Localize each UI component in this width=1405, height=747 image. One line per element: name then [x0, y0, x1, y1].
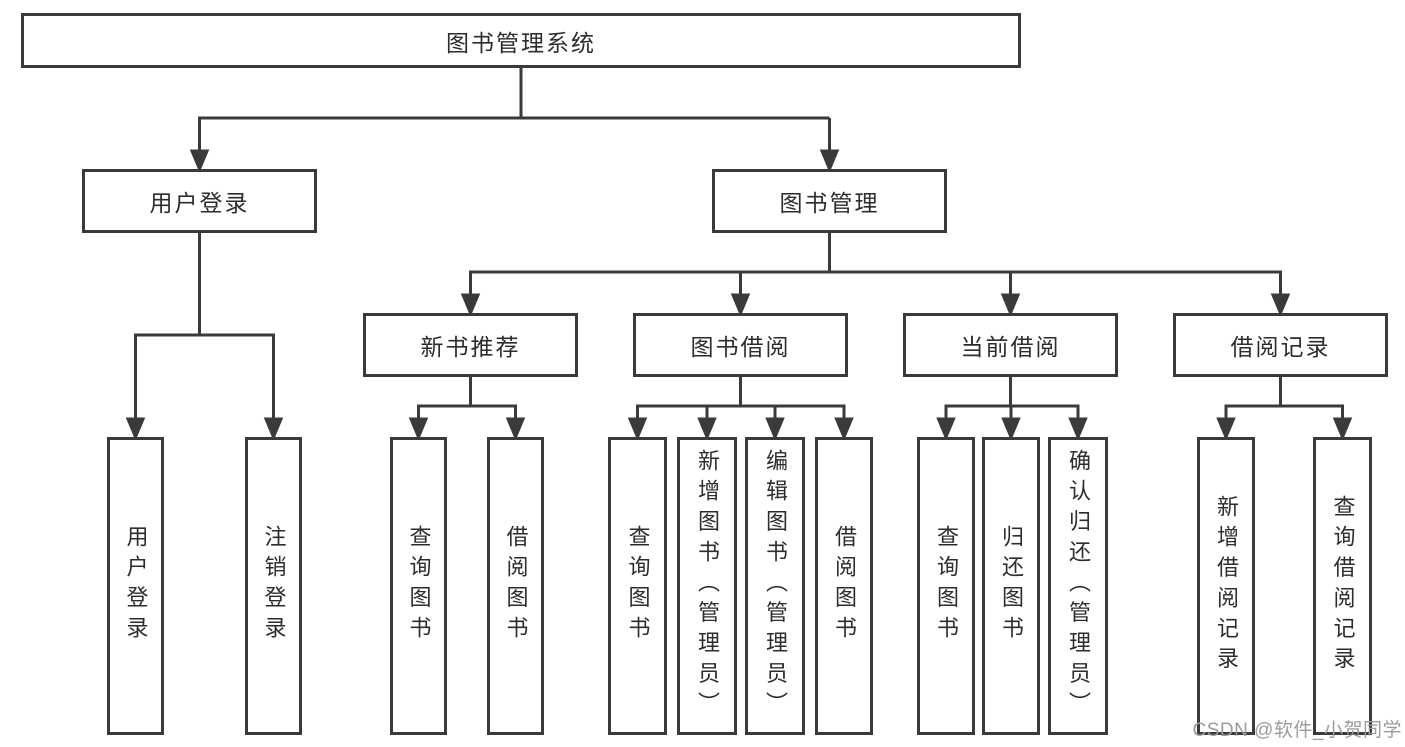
csdn-watermark: CSDN @软件_小贺同学 — [1192, 720, 1402, 741]
leaf-query-books-1: 查询图书 — [390, 437, 447, 735]
node-user-login: 用户登录 — [82, 169, 317, 233]
leaf-add-borrow-record: 新增借阅记录 — [1197, 437, 1255, 735]
leaf-query-books-3-label: 查询图书 — [934, 525, 959, 647]
leaf-logout: 注销登录 — [245, 437, 302, 735]
leaf-query-books-2-label: 查询图书 — [625, 525, 651, 647]
leaf-edit-books-admin-label: 编辑图书（管理员） — [763, 449, 788, 723]
leaf-add-borrow-record-label: 新增借阅记录 — [1214, 494, 1239, 678]
leaf-query-books-3: 查询图书 — [917, 437, 975, 735]
leaf-user-login-label: 用户登录 — [123, 525, 149, 647]
leaf-borrow-books-2-label: 借阅图书 — [832, 525, 857, 647]
leaf-query-borrow-record-label: 查询借阅记录 — [1330, 494, 1356, 678]
leaf-query-books-1-label: 查询图书 — [406, 525, 432, 647]
leaf-borrow-books-1-label: 借阅图书 — [503, 525, 529, 647]
edge-user-login-to-leaves — [125, 233, 284, 441]
leaf-user-login: 用户登录 — [107, 437, 164, 735]
leaf-query-borrow-record: 查询借阅记录 — [1313, 437, 1372, 735]
leaf-query-books-2: 查询图书 — [608, 437, 667, 735]
edge-root-to-level2 — [189, 68, 840, 173]
leaf-logout-label: 注销登录 — [261, 525, 287, 647]
node-current-borrowing: 当前借阅 — [903, 313, 1118, 377]
node-book-borrowing: 图书借阅 — [633, 313, 848, 377]
leaf-return-books: 归还图书 — [982, 437, 1040, 735]
leaf-edit-books-admin: 编辑图书（管理员） — [745, 437, 805, 735]
node-book-management: 图书管理 — [712, 169, 947, 233]
leaf-borrow-books-1: 借阅图书 — [487, 437, 544, 735]
edge-current-to-leaves — [936, 377, 1088, 441]
edge-borrow-to-leaves — [627, 377, 854, 441]
edge-records-to-leaves — [1216, 377, 1353, 441]
leaf-return-books-label: 归还图书 — [999, 525, 1024, 647]
node-new-book-recommend: 新书推荐 — [363, 313, 578, 377]
edge-book-mgmt-to-level3 — [460, 233, 1291, 317]
node-borrowing-records: 借阅记录 — [1173, 313, 1388, 377]
leaf-confirm-return-admin-label: 确认归还（管理员） — [1066, 449, 1091, 723]
leaf-add-books-admin: 新增图书（管理员） — [677, 437, 737, 735]
leaf-add-books-admin-label: 新增图书（管理员） — [695, 449, 720, 723]
edge-new-book-to-leaves — [408, 377, 526, 441]
leaf-borrow-books-2: 借阅图书 — [815, 437, 873, 735]
leaf-confirm-return-admin: 确认归还（管理员） — [1048, 437, 1108, 735]
node-root-library-system: 图书管理系统 — [21, 13, 1021, 68]
